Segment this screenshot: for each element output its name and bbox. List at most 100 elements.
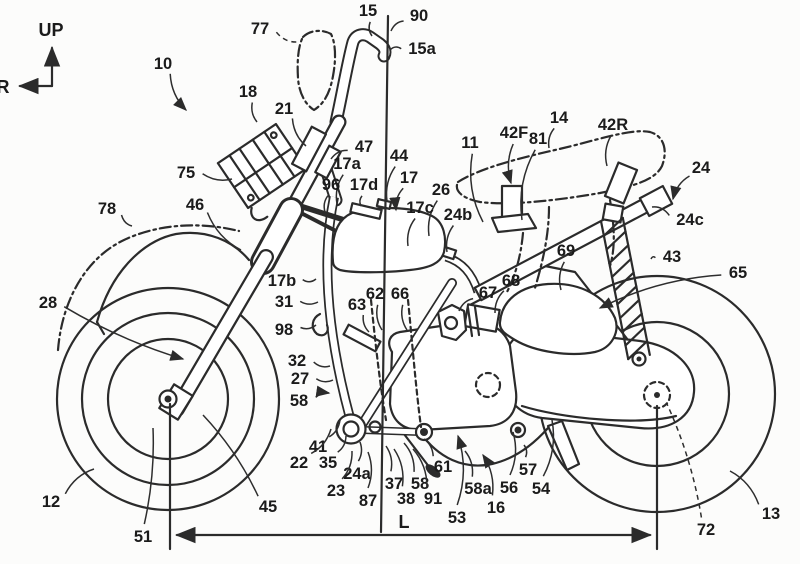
ref-label-75: 75	[177, 164, 195, 182]
ref-label-90: 90	[410, 7, 428, 25]
ref-label-17d: 17d	[350, 176, 378, 194]
ref-label-24b: 24b	[444, 206, 472, 224]
leader-line-46	[207, 213, 241, 251]
ref-label-53: 53	[448, 509, 466, 527]
ref-label-43: 43	[663, 248, 681, 266]
leader-line-78	[122, 215, 133, 226]
cap-sensor	[377, 199, 391, 209]
ref-label-46: 46	[186, 196, 204, 214]
ref-label-87: 87	[359, 492, 377, 510]
ref-label-98: 98	[275, 321, 293, 339]
ref-label-32: 32	[288, 352, 306, 370]
ref-label-63: 63	[348, 296, 366, 314]
ref-label-18: 18	[239, 83, 257, 101]
leader-line-58	[316, 393, 329, 397]
ref-label-42F: 42F	[500, 124, 528, 142]
ref-label-13: 13	[762, 505, 780, 523]
leader-line-53	[457, 436, 463, 505]
ref-label-11: 11	[461, 134, 478, 152]
leader-line-58	[404, 443, 414, 472]
leader-line-24	[673, 176, 690, 199]
ref-label-78: 78	[98, 200, 116, 218]
ref-label-44: 44	[390, 147, 409, 165]
ref-label-42R: 42R	[598, 116, 628, 134]
ref-label-69: 69	[557, 242, 575, 260]
ref-label-23: 23	[327, 482, 345, 500]
ref-label-67: 67	[479, 284, 497, 302]
ref-label-15a: 15a	[408, 40, 436, 58]
leader-line-37	[386, 446, 392, 471]
ref-label-28: 28	[39, 294, 57, 312]
pivot-tube	[337, 415, 366, 444]
seat-outline	[457, 131, 665, 203]
leader-line-17	[396, 188, 403, 210]
ref-label-15: 15	[359, 2, 377, 20]
ref-label-66: 66	[391, 285, 409, 303]
ref-label-61: 61	[434, 458, 452, 476]
ref-label-77: 77	[251, 20, 269, 38]
ref-label-24c: 24c	[676, 211, 704, 229]
handlebar	[336, 35, 385, 122]
number-plate-outline	[298, 31, 335, 110]
ref-label-16: 16	[487, 499, 505, 517]
leader-line-63	[363, 315, 369, 332]
ref-label-17b: 17b	[268, 272, 296, 290]
leader-line-10	[170, 74, 186, 110]
ref-label-54: 54	[532, 480, 551, 498]
leader-line-42F	[508, 144, 513, 183]
leader-line-13	[730, 471, 759, 504]
leader-line-11	[471, 154, 483, 222]
ref-label-57: 57	[519, 461, 537, 479]
orientation-marker: UP R	[0, 20, 64, 97]
leader-line-31	[300, 301, 318, 304]
dimension-label: L	[399, 512, 410, 532]
ref-label-68: 68	[502, 272, 520, 290]
side-label: R	[0, 77, 10, 97]
centerline	[381, 16, 388, 532]
leader-line-77	[276, 32, 297, 42]
ref-label-81: 81	[529, 130, 547, 148]
ref-label-17a: 17a	[333, 155, 361, 173]
leader-line-18	[252, 103, 257, 123]
ref-label-35: 35	[319, 454, 337, 472]
intake-bracket	[438, 305, 466, 340]
leader-line-24a	[358, 442, 361, 461]
ref-label-14: 14	[550, 109, 569, 127]
ref-label-24: 24	[692, 159, 711, 177]
ref-label-26: 26	[432, 181, 450, 199]
ref-label-22: 22	[290, 454, 308, 472]
leader-line-43	[651, 257, 655, 259]
leader-line-62	[377, 305, 382, 330]
ref-label-27: 27	[291, 370, 309, 388]
ref-label-65: 65	[729, 264, 747, 282]
leader-line-66	[402, 305, 407, 330]
ref-label-51: 51	[134, 528, 152, 546]
ref-label-96: 96	[322, 176, 340, 194]
ref-label-45: 45	[259, 498, 277, 516]
ref-label-21: 21	[275, 100, 293, 118]
ref-label-62: 62	[366, 285, 384, 303]
ref-label-24a: 24a	[343, 465, 371, 483]
leader-line-28	[64, 307, 183, 359]
ref-label-91: 91	[424, 490, 442, 508]
ref-label-10: 10	[154, 55, 172, 73]
leader-line-27	[316, 379, 333, 382]
leader-line-17b	[303, 279, 316, 282]
leader-line-44	[387, 167, 396, 201]
ref-label-56: 56	[500, 479, 518, 497]
ref-label-31: 31	[275, 293, 293, 311]
ref-label-58: 58	[290, 392, 308, 410]
front-seat-bracket	[502, 186, 522, 218]
ref-label-72: 72	[697, 521, 715, 539]
ref-label-58a: 58a	[464, 480, 492, 498]
ref-label-12: 12	[42, 493, 60, 511]
leader-line-90	[391, 21, 404, 31]
leader-line-15a	[390, 47, 401, 50]
leader-line-56	[510, 432, 516, 475]
ref-label-17c: 17c	[406, 199, 434, 217]
ref-label-17: 17	[400, 169, 418, 187]
leader-line-14	[549, 128, 555, 148]
ref-label-47: 47	[355, 138, 373, 156]
rear-seat-bracket	[605, 163, 637, 204]
